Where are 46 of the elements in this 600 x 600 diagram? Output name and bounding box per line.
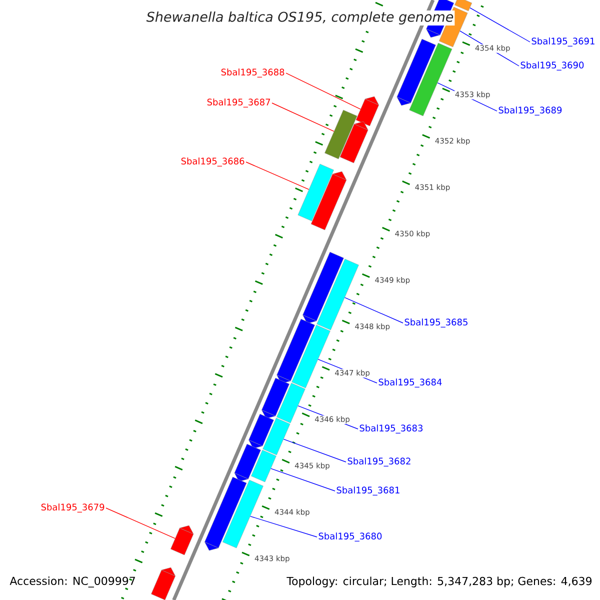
gene-label: Sbal195_3686 xyxy=(181,158,244,166)
gene-block xyxy=(340,121,368,164)
gene-label: Sbal195_3689 xyxy=(498,106,562,116)
gene-bar xyxy=(262,418,290,456)
gene-label: Sbal195_3691 xyxy=(532,38,594,46)
gene-block xyxy=(248,414,274,449)
leader-line xyxy=(272,102,334,132)
gene-bar xyxy=(292,324,330,388)
gene-block xyxy=(276,318,315,384)
gene-label: Sbal195_3683 xyxy=(360,424,422,434)
gene-block xyxy=(356,96,379,126)
leader-line xyxy=(246,162,310,190)
gene-bar xyxy=(454,0,472,12)
gene-block xyxy=(310,171,347,230)
gene-block xyxy=(204,476,247,551)
gene-block xyxy=(302,252,344,324)
leader-line xyxy=(286,72,361,110)
gene-label: Sbal195_3679 xyxy=(41,504,104,512)
leader-line xyxy=(106,508,176,539)
gene-label: Sbal195_3684 xyxy=(378,378,442,388)
leader-line xyxy=(270,468,336,492)
gene-label: Sbal195_3681 xyxy=(336,486,400,496)
gene-bar xyxy=(298,164,334,222)
gene-label: Sbal195_3687 xyxy=(207,98,270,108)
footer-text: Topology: circular; Length: 5,347,283 bp; Genes: 4,639 xyxy=(286,576,592,588)
gene-bar xyxy=(409,42,452,116)
gene-label: Sbal195_3682 xyxy=(348,458,410,466)
leader-line xyxy=(250,516,318,538)
footer-text: Accession: NC_009997 xyxy=(10,576,135,588)
leader-line xyxy=(470,7,530,42)
gene-block xyxy=(262,378,290,419)
gene-label: Sbal195_3688 xyxy=(221,68,284,78)
gene-label: Sbal195_3680 xyxy=(318,532,382,542)
gene-bar xyxy=(222,480,264,548)
title: Shewanella baltica OS195, complete genome xyxy=(145,10,455,26)
gene-label: Sbal195_3690 xyxy=(520,62,584,70)
leader-line xyxy=(344,297,404,324)
gene-block xyxy=(170,525,194,556)
gene-block xyxy=(151,567,176,600)
gene-block xyxy=(396,38,436,106)
gene-bar xyxy=(276,382,306,424)
gene-bar xyxy=(324,110,358,160)
gene-label: Sbal195_3685 xyxy=(404,318,468,328)
leader-line xyxy=(283,438,346,462)
gene-bar xyxy=(251,450,276,482)
gene-block xyxy=(234,444,261,482)
